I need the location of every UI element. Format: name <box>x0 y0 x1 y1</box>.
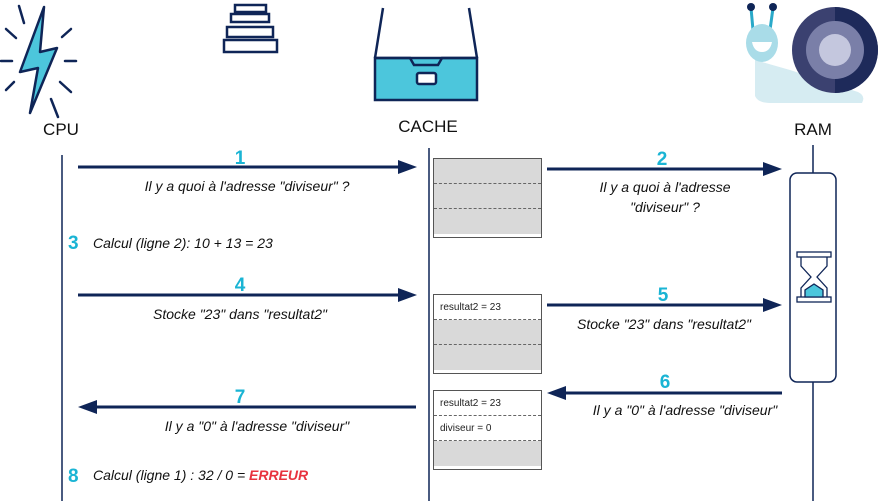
message-text: Stocke "23" dans "resultat2" <box>153 306 327 322</box>
message-text: Calcul (ligne 2): 10 + 13 = 23 <box>93 235 273 251</box>
message-text: Stocke "23" dans "resultat2" <box>577 316 751 332</box>
arrow-7 <box>78 400 416 414</box>
message-text: Calcul (ligne 1) : 32 / 0 = ERREUR <box>93 467 308 483</box>
hourglass-icon <box>796 251 832 303</box>
step-number: 4 <box>234 275 246 296</box>
cache-line <box>434 184 541 209</box>
step-number: 5 <box>657 285 669 306</box>
ram-label: RAM <box>794 120 832 139</box>
cache-line: diviseur = 0 <box>434 416 541 441</box>
cache-line <box>434 320 541 345</box>
step-number: 1 <box>234 148 246 169</box>
cache-line <box>434 441 541 466</box>
file-drawer-icon <box>222 3 479 102</box>
cache-state-1 <box>433 158 542 238</box>
cache-state-3: resultat2 = 23 diviseur = 0 <box>433 390 542 470</box>
error-text: ERREUR <box>249 467 309 483</box>
message-line: "diviseur" ? <box>630 199 700 215</box>
ram-busy-box <box>789 172 837 383</box>
cache-line: resultat2 = 23 <box>434 391 541 416</box>
arrow-4 <box>78 288 417 302</box>
step-number: 2 <box>656 149 668 170</box>
cache-line <box>434 209 541 234</box>
step-number: 3 <box>68 233 79 254</box>
step-number: 6 <box>659 372 671 393</box>
arrow-1 <box>78 160 417 174</box>
cpu-label: CPU <box>43 120 79 139</box>
cache-state-2: resultat2 = 23 <box>433 294 542 374</box>
arrow-6 <box>547 386 782 400</box>
cache-label: CACHE <box>398 117 458 136</box>
cache-line <box>434 159 541 184</box>
arrow-5 <box>547 298 782 312</box>
message-text: Il y a quoi à l'adresse "diviseur" ? <box>599 177 730 217</box>
cache-line: resultat2 = 23 <box>434 295 541 320</box>
snail-icon <box>746 3 878 103</box>
message-line: Il y a quoi à l'adresse <box>599 179 731 195</box>
message-text: Il y a "0" à l'adresse "diviseur" <box>164 418 350 434</box>
step-number: 8 <box>68 466 79 487</box>
message-text: Il y a quoi à l'adresse "diviseur" ? <box>144 178 350 194</box>
cache-line <box>434 345 541 370</box>
step-number: 7 <box>234 387 246 408</box>
arrow-2 <box>547 162 782 176</box>
lightning-icon <box>0 4 78 119</box>
calc-text: Calcul (ligne 1) : 32 / 0 = <box>93 467 250 483</box>
message-text: Il y a "0" à l'adresse "diviseur" <box>592 402 778 418</box>
